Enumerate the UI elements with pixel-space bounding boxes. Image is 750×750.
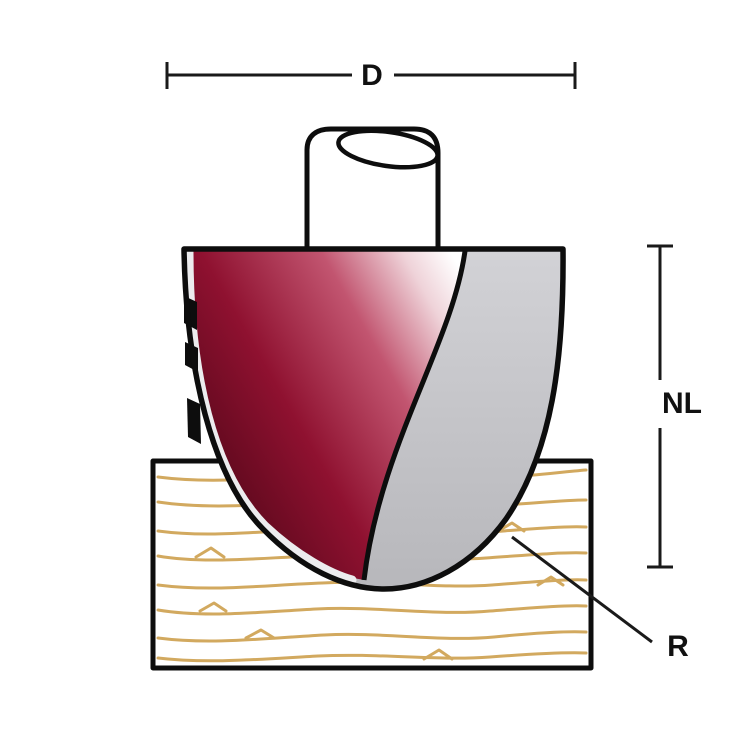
bit-body-outline [181,246,566,592]
radius-leader-line [511,535,653,644]
bit-shank [304,126,441,249]
shank-top-face [336,128,440,170]
net-length-label: NL [662,387,702,420]
diameter-label: D [361,59,383,92]
cutting-edge-strip [184,247,357,585]
flute-edge-line [361,250,468,581]
diameter-dimension: D [165,59,577,92]
cutting-flute-red [186,251,465,580]
net-length-dimension: NL [647,244,702,569]
radius-dimension: R [511,535,689,663]
bit-body [181,246,566,592]
shank-cylinder [304,126,441,249]
radius-label: R [667,630,689,663]
